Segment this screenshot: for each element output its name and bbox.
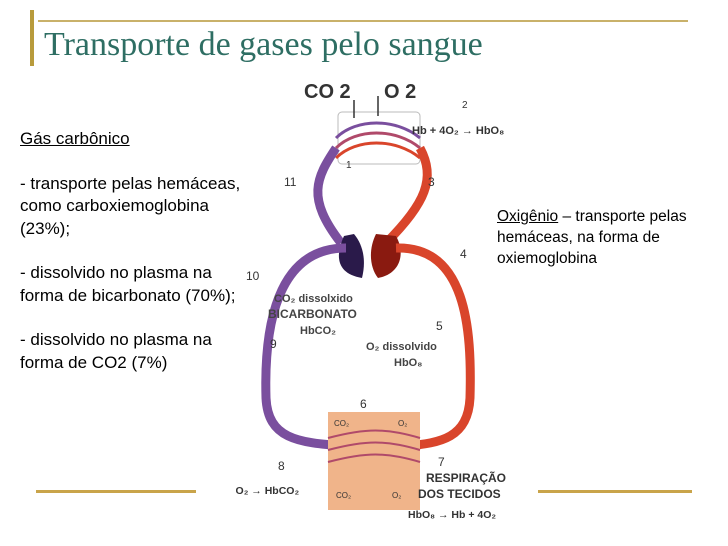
co2-item-hemoglobin: - transporte pelas hemáceas, como carbox… [20,173,241,238]
step-8: 8 [278,459,285,473]
vena-cava [261,243,347,451]
circulation-diagram: CO 2 O 2 Hb + 4O₂ → HbO₈ CO₂ dissolxido … [236,81,506,521]
lung-capillary [334,131,421,150]
co2-heading: Gás carbônico [20,129,130,148]
co2-item-bicarbonate: - dissolvido no plasma na forma de bicar… [20,263,236,305]
slide-title: Transporte de gases pelo sangue [44,26,483,63]
tissue-equation-right: HbO₈ → Hb + 4O₂ [408,509,496,521]
co2-item-dissolved: - dissolvido no plasma na forma de CO2 (… [20,330,212,372]
o2-label: O 2 [384,81,416,103]
step-11: 11 [284,175,297,189]
tissue-o2-a: O₂ [398,419,407,428]
hbco2-label: HbCO₂ [300,325,336,337]
lung-capillary [334,121,421,140]
heart-left-side [370,234,401,278]
step-1: 1 [346,160,352,171]
o2-description: Oxigênio – transporte pelas hemáceas, na… [497,206,722,269]
step-9: 9 [270,337,277,351]
tissue-capillary [327,453,421,463]
step-7: 7 [438,455,445,469]
co2-dissolved-label: CO₂ dissolxido [274,293,353,305]
hbo8-label: HbO₈ [394,357,422,369]
step-2: 2 [462,100,468,111]
tissue-label-1: RESPIRAÇÃO [426,470,506,485]
pulmonary-artery [313,145,345,246]
o2-text: – transporte pelas hemáceas, na forma de… [497,208,687,267]
tissue-label-2: DOS TECIDOS [418,487,501,501]
step-4: 4 [460,247,467,261]
bicarbonato-label: BICARBONATO [268,307,357,321]
o2-dissolved-label: O₂ dissolvido [366,341,437,353]
tissue-capillary [327,441,421,451]
step-5: 5 [436,319,443,333]
top-divider [38,20,688,22]
lung-capillary [334,141,421,160]
aorta [395,243,475,451]
tissue-co2-b: CO₂ [336,491,351,500]
bottom-divider-right [538,490,692,493]
tissue-o2-b: O₂ [392,491,401,500]
lung-equation: Hb + 4O₂ → HbO₈ [412,125,504,137]
step-6: 6 [360,397,367,411]
tissue-co2-a: CO₂ [334,419,349,428]
o2-heading: Oxigênio [497,208,559,225]
tissue-equation-left: Hb + CO₂ → HbCO₂ [236,485,299,497]
bottom-divider-left [36,490,196,493]
step-3: 3 [428,175,435,189]
pulmonary-vein [382,145,432,247]
co2-label: CO 2 [304,81,351,103]
tissue-capillary [327,429,421,439]
tissue-block [328,412,420,510]
step-10: 10 [246,269,260,283]
heart-right-side [338,234,364,278]
co2-description: Gás carbônico - transporte pelas hemácea… [20,128,250,374]
title-accent-bar [30,10,34,66]
